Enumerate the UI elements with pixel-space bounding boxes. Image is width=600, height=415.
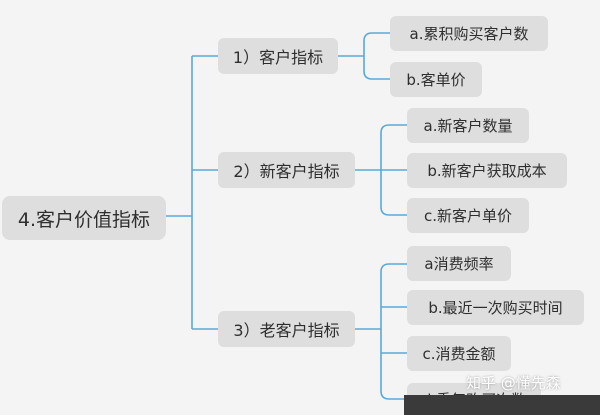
leaf-label: c.新客户单价: [423, 207, 513, 225]
group-label: 3）老客户指标: [233, 321, 340, 340]
group-label: 2）新客户指标: [233, 162, 340, 181]
watermark-shade: [404, 395, 600, 415]
leaf-node[interactable]: a.累积购买客户数: [390, 16, 548, 51]
group-node-old-customer[interactable]: 3）老客户指标: [218, 311, 355, 347]
leaf-label: b.新客户获取成本: [427, 162, 547, 180]
group-label: 1）客户指标: [232, 48, 324, 67]
leaf-node[interactable]: a消费频率: [407, 246, 511, 281]
root-label: 4.客户价值指标: [17, 208, 151, 231]
connector-g3-branch: [380, 263, 407, 400]
group-node-customer[interactable]: 1）客户指标: [218, 38, 338, 74]
connector-g1-branch: [363, 32, 390, 80]
leaf-label: b.客单价: [406, 71, 466, 89]
leaf-label: a消费频率: [424, 255, 494, 273]
root-node[interactable]: 4.客户价值指标: [2, 196, 166, 240]
leaf-label: b.最近一次购买时间: [428, 299, 563, 317]
leaf-label: a.新客户数量: [423, 117, 513, 135]
leaf-node[interactable]: c.消费金额: [407, 336, 511, 371]
watermark-text: 知乎 @懂先森: [466, 374, 561, 392]
leaf-node[interactable]: c.新客户单价: [407, 198, 529, 233]
leaf-node[interactable]: b.客单价: [390, 62, 482, 97]
leaf-node[interactable]: a.新客户数量: [407, 108, 529, 143]
leaf-node[interactable]: b.新客户获取成本: [407, 153, 567, 188]
leaf-label: a.累积购买客户数: [409, 25, 529, 43]
leaf-label: c.消费金额: [422, 345, 496, 363]
group-node-new-customer[interactable]: 2）新客户指标: [218, 152, 355, 188]
leaf-node[interactable]: b.最近一次购买时间: [407, 290, 584, 325]
